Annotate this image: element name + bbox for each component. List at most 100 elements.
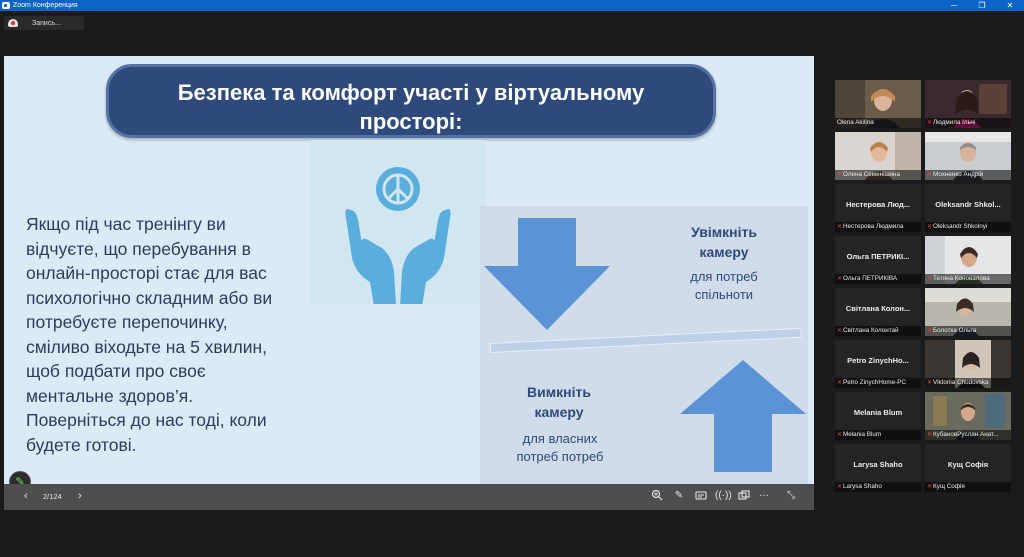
slide-title-line1: Безпека та комфорт участі у віртуальному (177, 80, 645, 105)
muted-mic-icon: ✕ (837, 276, 843, 282)
annotate-icon[interactable]: ✎ (674, 490, 684, 501)
slideshow-icon[interactable] (737, 489, 751, 503)
participant-display-name: Petro ZinychHo... (847, 356, 909, 365)
muted-mic-icon: ✕ (837, 484, 843, 490)
participant-name: Oleksandr Shkolnyi (933, 223, 988, 230)
participant-tile[interactable]: ✕Олена Семенішина (835, 132, 921, 180)
participant-name: Світлана Колонтай (843, 327, 899, 334)
body-line: онлайн-просторі стає для вас (26, 263, 267, 283)
slide-title-line2: просторі: (359, 109, 463, 134)
camera-off-title-line2: камеру (534, 404, 584, 420)
participant-tile[interactable]: Ольга ПЕТРИКІ... ✕Ольга ПЕТРИКІВА (835, 236, 921, 284)
muted-mic-icon: ✕ (927, 224, 933, 230)
camera-on-sub-line1: для потреб (690, 269, 758, 284)
participant-name: Кущ Софія (933, 483, 965, 490)
participant-name: Petro ZinychHome-PC (843, 379, 906, 386)
prev-slide-button[interactable]: ‹ (24, 490, 28, 502)
participant-name: Melania Blum (843, 431, 882, 438)
camera-on-title: Увімкніть камеру (664, 222, 784, 262)
participant-tile[interactable]: ✕КубановРуслан Анат... (925, 392, 1011, 440)
participant-tile[interactable]: Нестерова Люд... ✕Нестерова Людмила (835, 184, 921, 232)
participant-name: Larysa Shaho (843, 483, 882, 490)
down-arrow-icon (484, 218, 610, 330)
participant-tile[interactable]: ✕Людмила Ільчі (925, 80, 1011, 128)
camera-off-subtitle: для власних потреб потреб (498, 430, 622, 466)
participant-display-name: Larysa Shaho (853, 460, 903, 469)
participant-display-name: Ольга ПЕТРИКІ... (846, 252, 910, 261)
participant-tile[interactable]: Olena Akilina (835, 80, 921, 128)
participant-name: Ольга ПЕТРИКІВА (843, 275, 898, 282)
muted-mic-icon: ✕ (927, 380, 933, 386)
participant-tile[interactable]: ✕Тетяна Коновалова (925, 236, 1011, 284)
participant-display-name: Нестерова Люд... (845, 200, 910, 209)
slide-body-text: Якщо під час тренінгу ви відчуєте, що пе… (26, 212, 346, 457)
participant-display-name: Світлана Колон... (845, 304, 911, 313)
participant-name: Олена Семенішина (843, 171, 901, 178)
recording-indicator[interactable]: Запись... (4, 16, 84, 30)
camera-off-title-line1: Вимкніть (527, 384, 591, 400)
participant-tile[interactable]: Oleksandr Shkol... ✕Oleksandr Shkolnyi (925, 184, 1011, 232)
more-icon[interactable]: ··· (759, 490, 769, 501)
participant-name: Viktoriia Chudovska (933, 379, 989, 386)
muted-mic-icon: ✕ (837, 224, 843, 230)
close-icon[interactable]: ✕ (1006, 1, 1014, 10)
peace-panel (310, 140, 486, 306)
participant-tile[interactable]: ✕Болотка Ольга (925, 288, 1011, 336)
window-title-bar: Zoom Конференция ─ ❐ ✕ (0, 0, 1024, 11)
hands-peace-icon (345, 167, 451, 306)
participant-display-name: Melania Blum (853, 408, 903, 417)
captions-icon[interactable] (694, 489, 708, 503)
muted-mic-icon: ✕ (837, 328, 843, 334)
exit-fullscreen-icon[interactable]: ⤡ (787, 490, 795, 501)
window-title: Zoom Конференция (13, 2, 78, 9)
minimize-icon[interactable]: ─ (951, 1, 957, 10)
participant-tile[interactable]: Larysa Shaho ✕Larysa Shaho (835, 444, 921, 492)
body-line: потребуєте перепочинку, (26, 312, 228, 332)
page-indicator: 2/124 (43, 492, 62, 501)
participant-tile[interactable]: Кущ Софія ✕Кущ Софія (925, 444, 1011, 492)
zoom-app-icon (2, 2, 10, 9)
camera-on-title-line1: Увімкніть (691, 224, 757, 240)
muted-mic-icon: ✕ (927, 276, 933, 282)
body-line: щоб подбати про своє (26, 361, 206, 381)
participant-tile[interactable]: ✕Viktoriia Chudovska (925, 340, 1011, 388)
muted-mic-icon: ✕ (927, 172, 933, 178)
slide-viewer-toolbar: ‹ 2/124 › ✎ ((·)) ··· ⤡ (4, 484, 814, 510)
muted-mic-icon: ✕ (927, 432, 933, 438)
body-line: відчуєте, що перебування в (26, 238, 251, 259)
muted-mic-icon: ✕ (837, 172, 843, 178)
maximize-icon[interactable]: ❐ (978, 1, 986, 10)
read-aloud-icon[interactable]: ((·)) (715, 490, 732, 501)
recording-label: Запись... (32, 19, 61, 27)
participant-name: Olena Akilina (837, 119, 874, 126)
body-line: Якщо під час тренінгу ви (26, 214, 226, 234)
body-line: ментальне здоров’я. (26, 385, 194, 406)
camera-off-sub-line2: потреб потреб (516, 449, 604, 464)
body-line: будете готові. (26, 434, 137, 455)
zoom-in-icon[interactable] (650, 489, 664, 503)
participant-tile[interactable]: ✕Мохненко Андрій (925, 132, 1011, 180)
participant-name: Тетяна Коновалова (933, 275, 990, 282)
participant-tile[interactable]: Melania Blum ✕Melania Blum (835, 392, 921, 440)
muted-mic-icon: ✕ (927, 484, 933, 490)
body-line: сміливо віходьте на 5 хвилин, (26, 336, 268, 357)
participant-display-name: Oleksandr Shkol... (935, 200, 1001, 209)
camera-off-title: Вимкніть камеру (504, 382, 614, 422)
body-line: Поверніться до нас тоді, коли (26, 410, 267, 430)
shared-screen: Безпека та комфорт участі у віртуальному… (4, 56, 814, 510)
participant-name: Болотка Ольга (933, 327, 977, 334)
camera-on-subtitle: для потреб спільноти (664, 268, 784, 304)
participant-display-name: Кущ Софія (947, 460, 989, 469)
next-slide-button[interactable]: › (78, 490, 82, 502)
slide-title-box: Безпека та комфорт участі у віртуальному… (106, 64, 716, 138)
body-line: психологічно складним або ви (26, 287, 273, 308)
participant-name: Мохненко Андрій (933, 171, 984, 178)
participant-name: КубановРуслан Анат... (933, 431, 999, 438)
up-arrow-icon (680, 360, 806, 472)
camera-off-sub-line1: для власних (522, 431, 598, 446)
muted-mic-icon: ✕ (837, 432, 843, 438)
participant-tile[interactable]: Petro ZinychHo... ✕Petro ZinychHome-PC (835, 340, 921, 388)
participant-tile[interactable]: Світлана Колон... ✕Світлана Колонтай (835, 288, 921, 336)
cloud-record-icon (8, 19, 18, 27)
muted-mic-icon: ✕ (927, 328, 933, 334)
